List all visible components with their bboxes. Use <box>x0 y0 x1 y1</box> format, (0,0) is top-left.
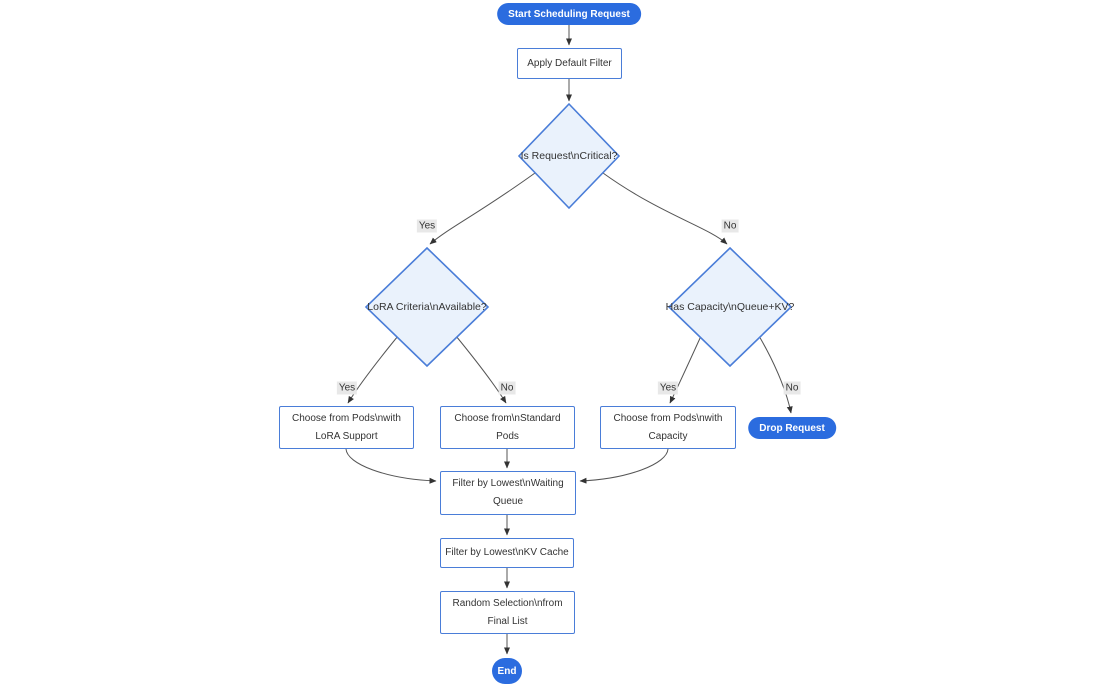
node-choose-lora-pods: Choose from Pods\nwith LoRA Support <box>279 406 414 449</box>
node-filter-waiting-queue-line2: Queue <box>492 496 524 507</box>
node-choose-standard-pods: Choose from\nStandard Pods <box>440 406 575 449</box>
node-choose-capacity-pods-line2: Capacity <box>648 430 688 442</box>
node-choose-lora-pods-line2: LoRA Support <box>315 430 378 442</box>
edge-label-critical-yes: Yes <box>416 219 438 233</box>
node-apply-default-filter-label: Apply Default Filter <box>527 57 612 69</box>
decision-has-capacity-shape <box>667 246 793 368</box>
edge-capacity-yes-to-choose-capacity <box>669 335 702 404</box>
node-apply-default-filter: Apply Default Filter <box>517 48 622 79</box>
node-start-label: Start Scheduling Request <box>508 8 630 20</box>
node-choose-standard-pods-line1: Choose from\nStandard <box>454 412 561 424</box>
node-choose-capacity-pods: Choose from Pods\nwith Capacity <box>600 406 736 449</box>
node-choose-capacity-pods-line1: Choose from Pods\nwith <box>613 412 723 424</box>
node-filter-kv-cache: Filter by Lowest\nKV Cache <box>440 538 574 568</box>
edge-label-capacity-no: No <box>783 381 801 395</box>
edge-label-lora-no: No <box>498 381 516 395</box>
edge-critical-yes-to-lora <box>429 172 536 245</box>
node-end-label: End <box>497 665 517 677</box>
node-end: End <box>492 658 522 684</box>
node-filter-waiting-queue: Filter by Lowest\nWaiting Queue <box>440 471 576 515</box>
edge-label-lora-yes: Yes <box>336 381 358 395</box>
node-has-capacity-label: Has Capacity\nQueue+KV? <box>665 301 795 313</box>
node-drop-request-label: Drop Request <box>759 422 825 434</box>
edge-lora-yes-to-choose-lora <box>347 335 399 404</box>
edge-capacity-no-to-drop <box>758 335 793 414</box>
node-drop-request: Drop Request <box>748 417 836 439</box>
node-random-selection-line2: Final List <box>487 615 528 627</box>
node-filter-waiting-queue-line1: Filter by Lowest\nWaiting <box>452 478 564 489</box>
node-random-selection: Random Selection\nfrom Final List <box>440 591 575 634</box>
node-start: Start Scheduling Request <box>497 3 641 25</box>
node-lora-criteria-label: LoRA Criteria\nAvailable? <box>367 301 487 313</box>
edge-critical-no-to-capacity <box>602 172 728 245</box>
edge-label-capacity-yes: Yes <box>657 381 679 395</box>
edge-choose-lora-to-filter-queue <box>345 448 437 484</box>
node-random-selection-line1: Random Selection\nfrom <box>452 597 563 609</box>
edge-choose-capacity-to-filter-queue <box>579 448 669 484</box>
node-is-critical-label: Is Request\nCritical? <box>520 150 618 162</box>
edge-label-critical-no: No <box>721 219 739 233</box>
node-filter-kv-cache-label: Filter by Lowest\nKV Cache <box>445 547 569 558</box>
decision-is-critical-shape <box>517 102 621 210</box>
edge-lora-no-to-choose-standard <box>455 335 507 404</box>
decision-lora-criteria-shape <box>364 246 490 368</box>
node-choose-standard-pods-line2: Pods <box>496 430 519 442</box>
node-choose-lora-pods-line1: Choose from Pods\nwith <box>292 412 401 424</box>
